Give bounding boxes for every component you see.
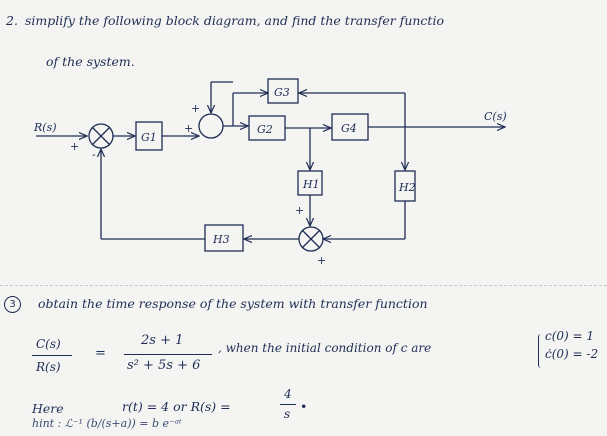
rs-denominator: s	[284, 407, 291, 421]
sum3-plus-bottom: +	[317, 254, 326, 267]
rs-bar	[280, 404, 296, 405]
tf-lhs-denominator: R(s)	[36, 360, 61, 374]
sum2-plus-top: +	[191, 102, 200, 115]
condition-c0: c(0) = 1	[545, 329, 595, 343]
tf-lhs-numerator: C(s)	[36, 337, 61, 351]
output-label: C(s)	[484, 110, 507, 123]
block-h3	[204, 224, 244, 252]
condition-text: , when the initial condition of c are	[218, 341, 432, 355]
q3-number-circle: 3	[4, 296, 21, 313]
block-g1-label: G1	[141, 131, 157, 144]
block-h2-label: H2	[398, 181, 416, 194]
condition-brace	[538, 334, 545, 368]
tf-rhs-numerator: 2s + 1	[141, 333, 184, 348]
tf-rhs-bar	[124, 354, 212, 355]
rs-period: •	[300, 399, 308, 414]
q2-text-line2: of the system.	[46, 54, 135, 69]
q2-text-line1: simplify the following block diagram, an…	[25, 13, 444, 28]
here-label: Here	[32, 401, 64, 416]
condition-cdot0: ċ(0) = -2	[545, 347, 599, 361]
sum3-plus-top: +	[295, 204, 304, 217]
q3-text: obtain the time response of the system w…	[38, 296, 428, 311]
block-g4-label: G4	[341, 122, 357, 135]
tf-rhs-denominator: s² + 5s + 6	[127, 358, 201, 373]
block-g3-label: G3	[274, 86, 290, 99]
sum1-cross-b	[91, 126, 111, 146]
tf-lhs-bar	[32, 355, 72, 356]
block-g3	[267, 78, 299, 104]
block-h3-label: H3	[212, 233, 230, 246]
hint-text: hint : ℒ⁻¹ (b/(s+a)) = b e⁻ᵃᵗ	[32, 417, 182, 430]
rs-numerator: 4	[284, 387, 292, 401]
r-of-t: r(t) = 4 or R(s) =	[122, 399, 231, 414]
summing-junction-2	[198, 113, 224, 139]
q2-number: 2.	[6, 13, 18, 28]
sum1-minus-sign: -	[92, 148, 96, 161]
block-diagram: R(s) + - G1 + + G2 G4 C(s)	[33, 78, 507, 267]
block-g2-label: G2	[257, 123, 273, 136]
sum1-plus-sign: +	[70, 140, 79, 153]
block-h1-label: H1	[302, 178, 320, 191]
input-label: R(s)	[33, 121, 57, 134]
sum3-cross-b	[301, 229, 321, 249]
section-divider	[0, 285, 607, 286]
sum2-plus-left: +	[184, 122, 193, 135]
tf-equals: =	[95, 346, 106, 361]
